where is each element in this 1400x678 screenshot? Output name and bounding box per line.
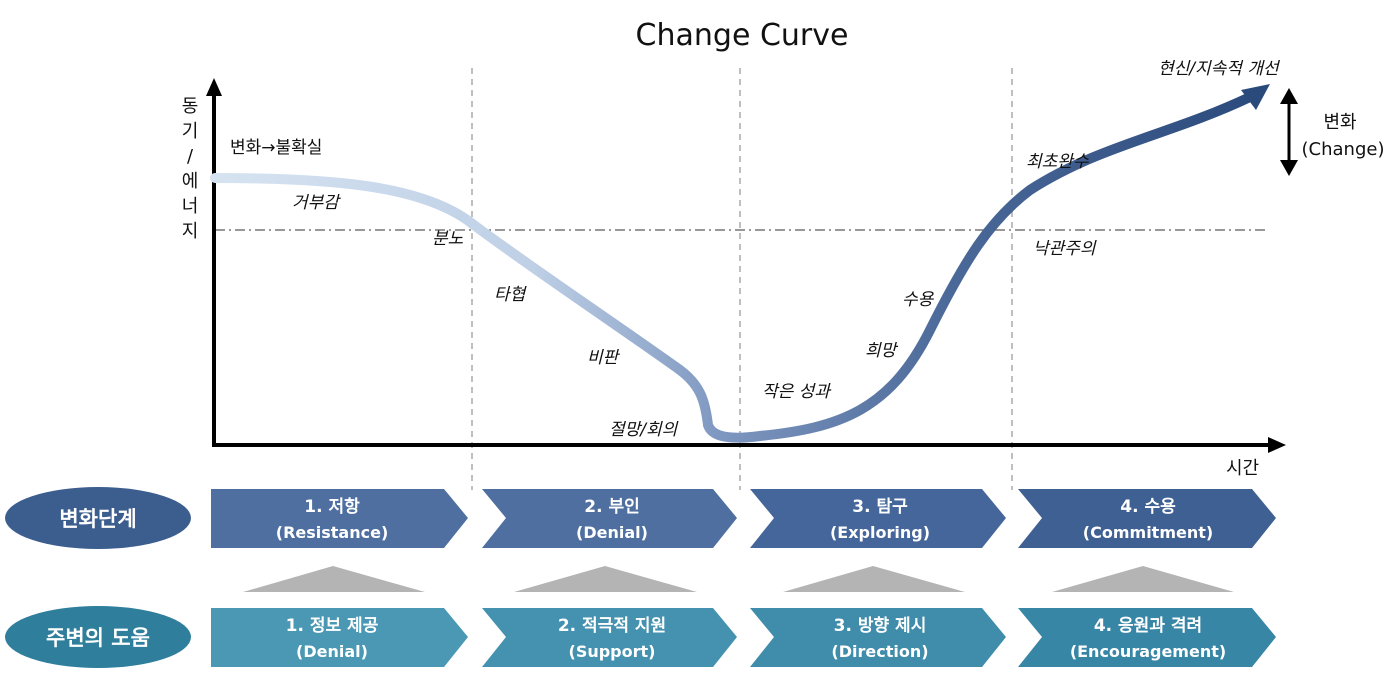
triangle-2 <box>514 566 697 592</box>
support-4-title: 4. 응원과 격려 <box>1094 616 1202 636</box>
stage-row-label: 변화단계 <box>59 507 136 531</box>
support-row-oval <box>5 606 191 668</box>
x-axis-label: 시간 <box>1226 458 1259 479</box>
support-3-title: 3. 방향 제시 <box>834 615 927 636</box>
support-2-sub: (Support) <box>569 642 656 661</box>
stage-box-2 <box>482 489 737 548</box>
change-arrow-up-icon <box>1280 88 1298 104</box>
stage-box-4 <box>1018 489 1276 548</box>
y-axis-char: 에 <box>182 171 199 192</box>
support-3-sub: (Direction) <box>831 642 928 661</box>
stage-4-title: 4. 수용 <box>1120 497 1176 517</box>
label-criticism: 비판 <box>587 348 621 368</box>
change-label-ko: 변화 <box>1323 112 1356 133</box>
y-axis-arrow <box>206 78 222 96</box>
support-row-label: 주변의 도움 <box>46 626 150 650</box>
label-anger: 분노 <box>432 229 464 249</box>
stage-1-title: 1. 저항 <box>304 496 360 517</box>
triangles <box>243 566 1234 592</box>
label-acceptance: 수용 <box>902 290 935 310</box>
support-box-2 <box>482 608 737 667</box>
label-optimism: 낙관주의 <box>1033 239 1097 259</box>
stage-row: 변화단계 1. 저항 (Resistance) 2. 부인 (Denial) 3… <box>5 487 1276 549</box>
stage-4-sub: (Commitment) <box>1083 523 1213 542</box>
stage-2-sub: (Denial) <box>576 523 648 542</box>
support-4-sub: (Encouragement) <box>1070 642 1226 661</box>
support-2-title: 2. 적극적 지원 <box>558 616 666 636</box>
label-despair: 절망/회의 <box>609 420 679 440</box>
y-axis-label: 동 기 / 에 너 지 <box>182 96 199 242</box>
label-small-wins: 작은 성과 <box>762 382 831 402</box>
stage-3-title: 3. 탐구 <box>852 497 908 517</box>
diagram-title: Change Curve <box>636 18 849 53</box>
triangle-3 <box>783 566 965 592</box>
stage-row-oval <box>5 487 191 549</box>
axes <box>206 78 1286 453</box>
change-arrow-down-icon <box>1280 160 1298 176</box>
x-axis-arrow <box>1268 437 1286 453</box>
support-box-4 <box>1018 608 1276 667</box>
label-hope: 희망 <box>865 341 899 361</box>
support-1-sub: (Denial) <box>296 642 368 661</box>
change-curve <box>210 92 1255 443</box>
y-axis-char: 지 <box>182 221 199 242</box>
phase-separators <box>471 68 1013 490</box>
label-innovation: 현신/지속적 개선 <box>1158 59 1281 79</box>
change-marker: 변화 (Change) <box>1280 88 1384 176</box>
stage-box-3 <box>750 489 1006 548</box>
y-axis-char: / <box>187 146 194 167</box>
triangle-1 <box>243 566 425 592</box>
curve-labels: 변화→불확실 거부감 분노 타협 비판 절망/회의 작은 성과 희망 수용 낙관… <box>230 59 1281 440</box>
change-label-en: (Change) <box>1302 139 1385 160</box>
support-box-1 <box>211 608 468 667</box>
stage-3-sub: (Exploring) <box>830 523 930 542</box>
triangle-4 <box>1052 566 1234 592</box>
support-1-title: 1. 정보 제공 <box>286 616 379 636</box>
label-rejection: 거부감 <box>292 193 341 213</box>
y-axis-char: 너 <box>182 196 199 217</box>
support-row: 주변의 도움 1. 정보 제공 (Denial) 2. 적극적 지원 (Supp… <box>5 606 1276 668</box>
label-compromise: 타협 <box>494 285 528 305</box>
stage-box-1 <box>211 489 468 548</box>
support-box-3 <box>750 608 1006 667</box>
label-uncertainty: 변화→불확실 <box>230 138 322 158</box>
curve-arrowhead <box>1241 84 1270 110</box>
stage-1-sub: (Resistance) <box>276 523 389 542</box>
label-first-completion: 최초완수 <box>1026 152 1090 172</box>
y-axis-char: 동 <box>182 96 199 117</box>
stage-2-title: 2. 부인 <box>584 497 640 517</box>
y-axis-char: 기 <box>182 121 199 142</box>
